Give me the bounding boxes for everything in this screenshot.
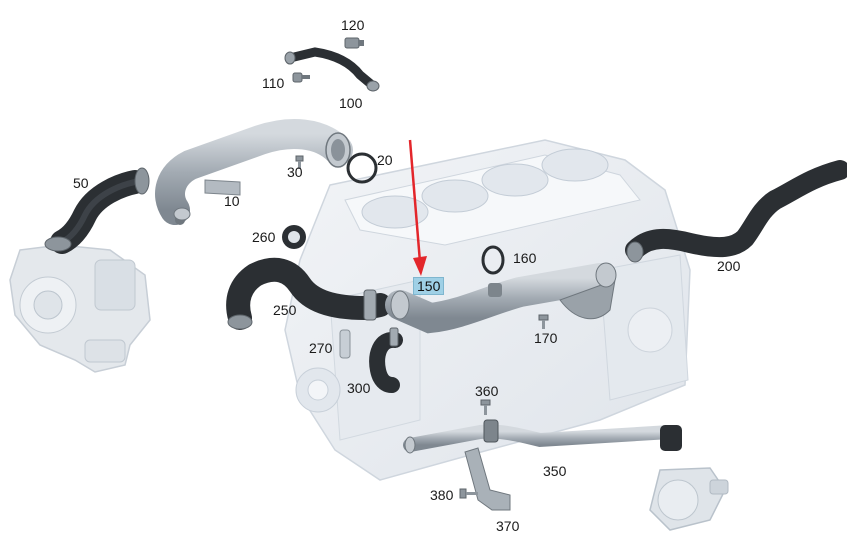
bracket-370 (464, 447, 511, 511)
clip-110 (292, 72, 310, 83)
coolant-pipe-150 (385, 262, 617, 334)
callout-50: 50 (73, 175, 89, 191)
bracket-270 (339, 329, 351, 359)
callout-380: 380 (430, 487, 454, 503)
coolant-hose-50 (44, 167, 150, 254)
seal-ring-160 (481, 245, 505, 275)
coolant-hose-300 (369, 327, 403, 393)
callout-30: 30 (287, 164, 303, 180)
callout-350: 350 (543, 463, 567, 479)
callout-10: 10 (224, 193, 240, 209)
thermostat-part-260 (282, 225, 306, 249)
seal-ring-20 (346, 152, 378, 184)
bolt-170 (538, 314, 549, 329)
small-hose-100 (284, 47, 380, 92)
coolant-pipe-10 (155, 119, 353, 225)
callout-110: 110 (262, 75, 285, 91)
water-pump-housing (9, 244, 151, 373)
clip-120 (344, 37, 364, 49)
bolt-30 (295, 155, 304, 169)
auxiliary-water-pump (649, 467, 729, 531)
callout-250: 250 (273, 302, 297, 318)
callout-260: 260 (252, 229, 276, 245)
callout-20: 20 (377, 152, 393, 168)
callout-150-highlighted: 150 (413, 277, 445, 295)
indicator-arrow (408, 139, 427, 276)
callout-270: 270 (309, 340, 333, 356)
callout-300: 300 (347, 380, 371, 396)
callout-360: 360 (475, 383, 499, 399)
coolant-hose-200 (625, 160, 847, 263)
bolt-360 (480, 399, 491, 415)
callout-200: 200 (717, 258, 741, 274)
callout-170: 170 (534, 330, 558, 346)
callout-100: 100 (339, 95, 363, 111)
callout-120: 120 (341, 17, 365, 33)
callout-160: 160 (513, 250, 537, 266)
callout-370: 370 (496, 518, 520, 534)
coolant-hose-250 (226, 257, 392, 330)
coolant-pipe-350 (403, 419, 682, 454)
bolt-380 (459, 488, 478, 499)
